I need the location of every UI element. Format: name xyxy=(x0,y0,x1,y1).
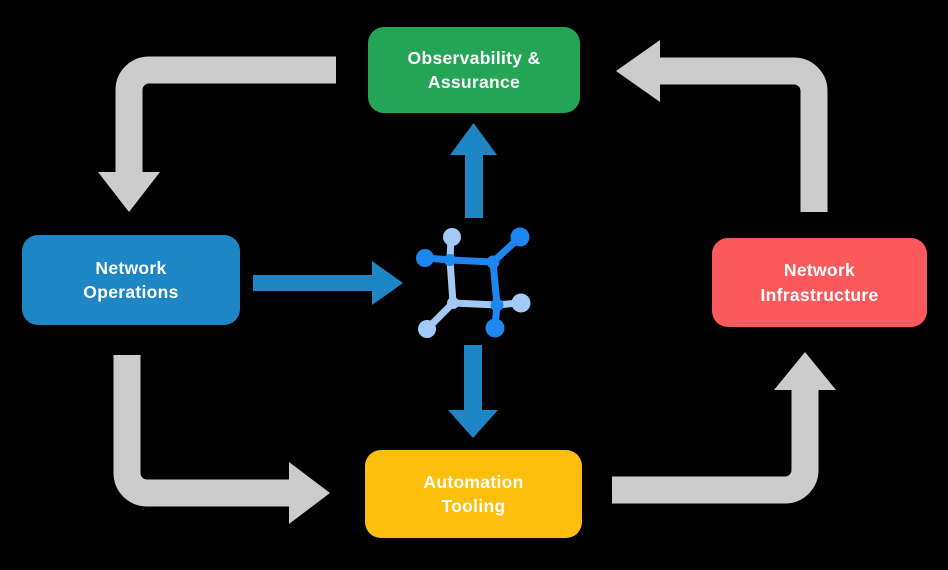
arrow-icon-to-automation xyxy=(448,345,498,438)
node-network-infrastructure: Network Infrastructure xyxy=(712,238,927,327)
arrowhead-right-icon xyxy=(289,462,330,524)
arrowhead-left-icon xyxy=(616,40,660,102)
node-network-operations: Network Operations xyxy=(22,235,240,325)
node-label-line2: Infrastructure xyxy=(760,284,879,305)
arrowhead-up-icon xyxy=(450,123,497,155)
arrowhead-right-icon xyxy=(372,261,403,305)
node-label-line2: Tooling xyxy=(441,496,506,516)
node-label-line1: Network xyxy=(95,257,167,278)
node-observability-assurance: Observability & Assurance xyxy=(368,27,580,113)
network-mesh-icon xyxy=(416,227,531,338)
node-label: Automation Tooling xyxy=(423,470,523,519)
arrow-infrastructure-to-observability xyxy=(616,40,828,212)
arrow-icon-to-observability xyxy=(450,123,497,218)
arrowhead-down-icon xyxy=(448,410,498,438)
node-label: Observability & Assurance xyxy=(408,46,541,95)
arrow-operations-to-icon xyxy=(253,261,403,305)
arrow-observability-to-operations xyxy=(98,56,336,212)
arrowhead-up-icon xyxy=(774,352,836,390)
node-label: Network Infrastructure xyxy=(761,258,879,307)
node-automation-tooling: Automation Tooling xyxy=(365,450,582,538)
arrow-operations-to-automation xyxy=(113,355,330,524)
node-label-line2: Assurance xyxy=(427,72,521,92)
node-label-line1: Observability & xyxy=(407,47,541,68)
node-label: Network Operations xyxy=(83,256,178,305)
node-label-line1: Automation xyxy=(423,471,524,492)
node-label-line1: Network xyxy=(783,260,856,280)
node-label-line2: Operations xyxy=(83,282,179,302)
arrowhead-down-icon xyxy=(98,172,160,212)
arrow-automation-to-infrastructure xyxy=(612,352,836,504)
